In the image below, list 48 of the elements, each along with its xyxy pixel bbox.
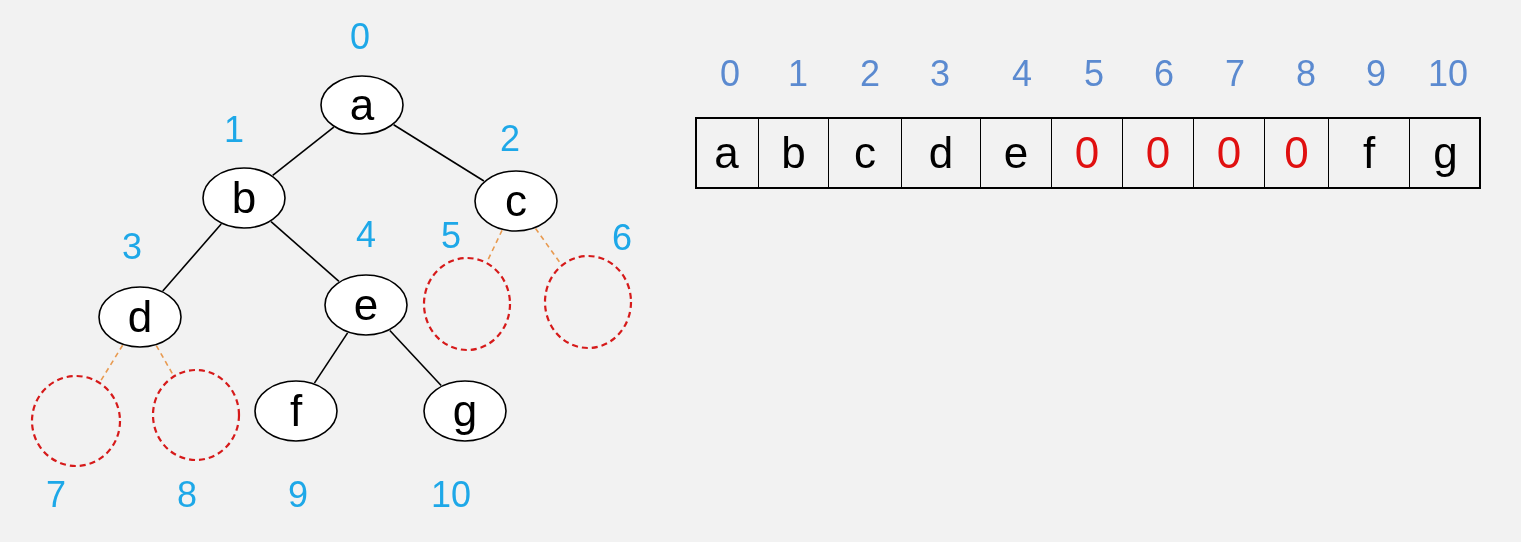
array-cell: 0 <box>1052 118 1123 188</box>
array-cell: 0 <box>1265 118 1329 188</box>
index-number: 1 <box>224 112 245 148</box>
array-cell: d <box>902 118 981 188</box>
array-index: 9 <box>1366 56 1386 92</box>
index-number: 6 <box>612 220 633 256</box>
array-cell-text: g <box>1432 127 1459 179</box>
index-number: 10 <box>431 477 472 513</box>
array-cell: e <box>981 118 1052 188</box>
array-index: 10 <box>1428 56 1468 92</box>
array-cell: a <box>695 118 759 188</box>
tree-edge <box>271 126 335 177</box>
index-number: 2 <box>500 121 521 157</box>
node-letter: b <box>231 176 257 220</box>
tree-edge <box>313 332 349 384</box>
array-index: 1 <box>788 56 808 92</box>
array-cell: 0 <box>1123 118 1194 188</box>
node-letter: c <box>505 179 527 223</box>
array-cell: 0 <box>1194 118 1265 188</box>
array-index: 6 <box>1154 56 1174 92</box>
array-index: 8 <box>1296 56 1316 92</box>
index-number: 7 <box>46 477 67 513</box>
index-number: 9 <box>288 477 309 513</box>
index-number: 5 <box>441 218 462 254</box>
tree-edge <box>270 220 340 283</box>
node-letter: d <box>127 295 153 339</box>
index-number: 8 <box>177 477 198 513</box>
array-index: 7 <box>1225 56 1245 92</box>
array-index: 4 <box>1012 56 1032 92</box>
node-letter: e <box>353 283 379 327</box>
tree-edge <box>161 223 223 292</box>
array-index: 5 <box>1084 56 1104 92</box>
index-number: 0 <box>350 19 371 55</box>
array-cell: b <box>759 118 829 188</box>
array-index: 2 <box>860 56 880 92</box>
index-number: 4 <box>356 217 377 253</box>
array-cell: c <box>829 118 902 188</box>
node-letter: g <box>452 389 478 433</box>
node-letter: f <box>289 389 303 433</box>
node-letter: a <box>349 83 375 127</box>
array-cell: f <box>1329 118 1410 188</box>
dashed-line <box>99 344 124 383</box>
tree-edge <box>392 123 485 182</box>
dashed-line <box>155 344 175 377</box>
index-number: 3 <box>122 229 143 265</box>
tree-edge <box>389 329 442 387</box>
array-index: 0 <box>720 56 740 92</box>
array-index: 3 <box>930 56 950 92</box>
